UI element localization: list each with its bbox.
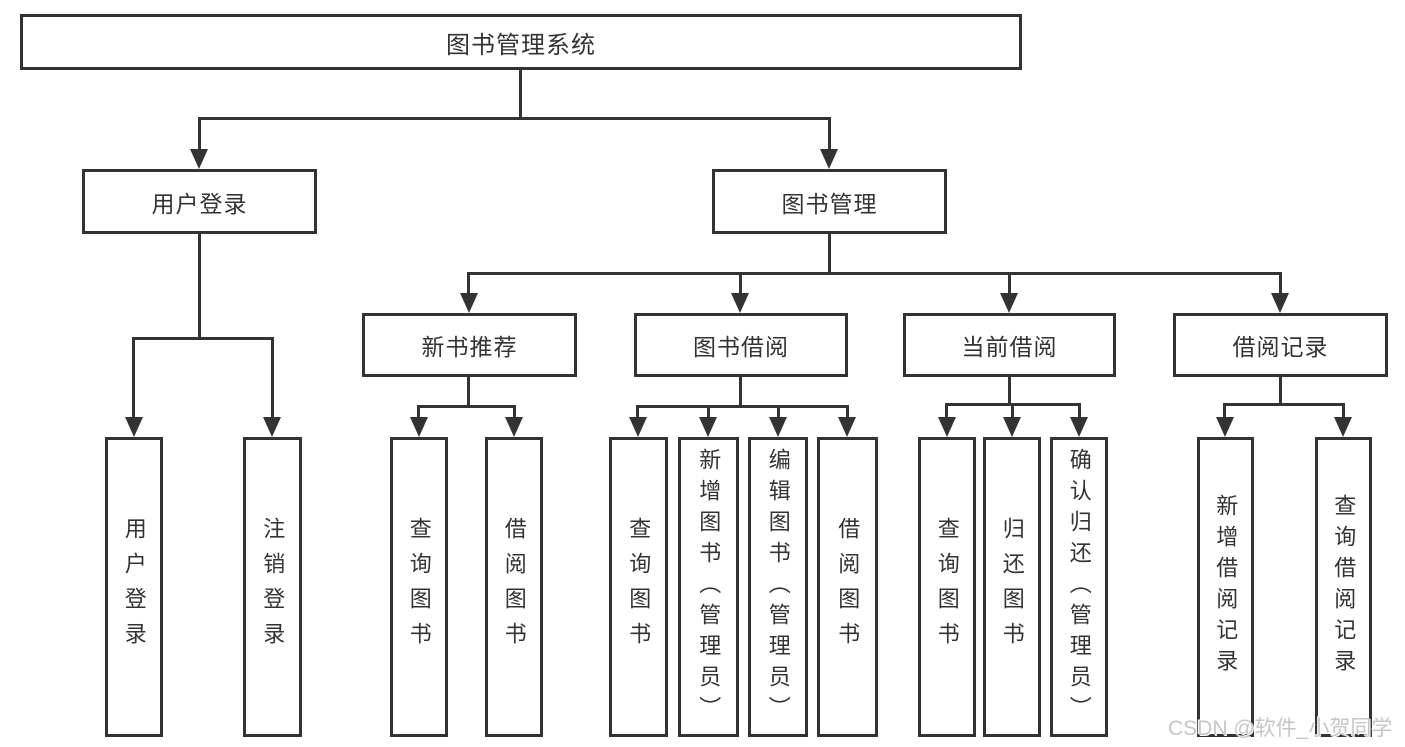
arrow-down-icon [190,149,208,169]
leaf-label: 查询图书 [934,517,960,657]
leaf-label: 查询图书 [406,517,432,657]
connector-line-stem [513,405,516,421]
leaf-query-books: 查询图书 [918,437,976,737]
arrow-down-icon [1003,417,1021,437]
connector-line-stem [846,405,849,421]
arrow-down-icon [938,417,956,437]
connector-line-newbooks-vertical [467,376,470,407]
connector-line-stem [1008,272,1011,297]
leaf-borrow-books: 借阅图书 [485,437,543,737]
connector-line-borrow-horizontal [636,405,849,408]
connector-line-borrow-vertical [739,376,742,407]
leaf-label: 注销登录 [260,517,286,657]
connector-line-stem [1011,403,1014,421]
connector-line-stem [707,405,710,421]
arrow-down-icon [1070,417,1088,437]
connector-line-stem [739,272,742,297]
arrow-down-icon [699,417,717,437]
arrow-down-icon [769,417,787,437]
leaf-logout: 注销登录 [243,437,302,737]
leaf-label: 新增图书（管理员） [696,447,722,727]
arrow-down-icon [1000,293,1018,313]
node-label: 图书管理系统 [446,31,596,59]
connector-line-userlogin-vertical [198,232,201,339]
node-borrow-records: 借阅记录 [1173,313,1388,377]
leaf-query-books: 查询图书 [390,437,448,737]
node-label: 用户登录 [151,190,248,217]
connector-line-records-horizontal [1223,403,1345,406]
arrow-down-icon [505,417,523,437]
connector-line-newbooks-horizontal [417,405,516,408]
arrow-down-icon [263,417,281,437]
connector-line-stem [636,405,639,421]
connector-line-records-vertical [1279,376,1282,405]
connector-line-stem [1279,272,1282,297]
arrow-down-icon [1334,417,1352,437]
connector-line-userlogin-horizontal [132,337,274,340]
leaf-label: 编辑图书（管理员） [765,447,791,727]
node-new-book-recommend: 新书推荐 [362,313,577,377]
connector-line-stem [1078,403,1081,421]
watermark: CSDN @软件_小贺同学 [1168,717,1393,740]
node-label: 借阅记录 [1232,334,1329,360]
leaf-label: 确认归还（管理员） [1066,447,1092,727]
connector-line-level3-horizontal [467,272,1281,275]
leaf-label: 用户登录 [121,517,147,657]
leaf-label: 借阅图书 [501,517,527,657]
leaf-label: 查询图书 [626,517,652,657]
connector-line-stem [777,405,780,421]
leaf-edit-book-admin: 编辑图书（管理员） [748,437,808,737]
node-label: 图书借阅 [693,334,789,360]
node-current-borrow: 当前借阅 [903,313,1116,377]
leaf-label: 新增借阅记录 [1213,494,1239,680]
leaf-label: 归还图书 [999,517,1025,657]
node-book-borrow: 图书借阅 [634,313,848,377]
connector-line-current-vertical [1008,376,1011,405]
connector-line-stem [417,405,420,421]
connector-line-stem [467,272,470,297]
connector-line-stem [271,337,274,421]
arrow-down-icon [820,149,838,169]
node-library-system: 图书管理系统 [20,14,1022,70]
connector-line-stem [198,117,201,153]
connector-line-stem [828,117,831,153]
leaf-borrow-books: 借阅图书 [817,437,878,737]
arrow-down-icon [629,417,647,437]
connector-line-bookmgmt-vertical [828,233,831,274]
node-label: 图书管理 [781,190,878,217]
connector-line-level2-horizontal [198,117,831,120]
connector-line-stem [945,403,948,421]
node-book-management: 图书管理 [712,169,947,234]
arrow-down-icon [1216,417,1234,437]
leaf-label: 借阅图书 [835,517,861,657]
arrow-down-icon [410,417,428,437]
leaf-label: 查询借阅记录 [1331,494,1357,680]
node-label: 当前借阅 [961,334,1058,360]
leaf-return-books: 归还图书 [983,437,1041,737]
arrow-down-icon [731,293,749,313]
leaf-confirm-return-admin: 确认归还（管理员） [1050,437,1108,737]
leaf-query-books: 查询图书 [609,437,668,737]
leaf-add-borrow-record: 新增借阅记录 [1197,437,1254,737]
arrow-down-icon [838,417,856,437]
node-label: 新书推荐 [421,334,518,360]
connector-line-root-vertical [519,69,522,119]
connector-line-stem [132,337,135,421]
leaf-add-book-admin: 新增图书（管理员） [678,437,739,737]
leaf-user-login: 用户登录 [105,437,163,737]
connector-line-stem [1223,403,1226,421]
arrow-down-icon [1271,293,1289,313]
arrow-down-icon [460,293,478,313]
leaf-query-borrow-record: 查询借阅记录 [1315,437,1372,737]
node-user-login-branch: 用户登录 [82,169,317,234]
connector-line-stem [1342,403,1345,421]
arrow-down-icon [125,417,143,437]
